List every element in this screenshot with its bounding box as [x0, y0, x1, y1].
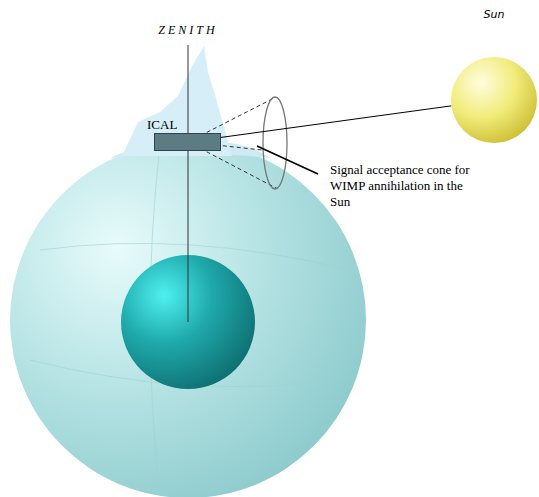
line-of-sight: [221, 106, 451, 138]
mountain: [122, 46, 232, 156]
sun-disc: [451, 57, 537, 143]
leader-line: [257, 146, 318, 174]
zenith-axis: [188, 45, 189, 322]
sun-label: Sun: [449, 8, 539, 21]
acceptance-cone-ring: [263, 97, 287, 189]
detector-box: ICAL: [154, 133, 221, 151]
earth-grid: [30, 145, 350, 495]
cone-note: Signal acceptance cone for WIMP annihila…: [330, 162, 480, 210]
sun-outline: [449, 55, 539, 145]
sun-sphere: Sun: [449, 5, 539, 145]
detector-label: ICAL: [147, 117, 177, 132]
zenith-label: ZENITH: [148, 22, 228, 38]
